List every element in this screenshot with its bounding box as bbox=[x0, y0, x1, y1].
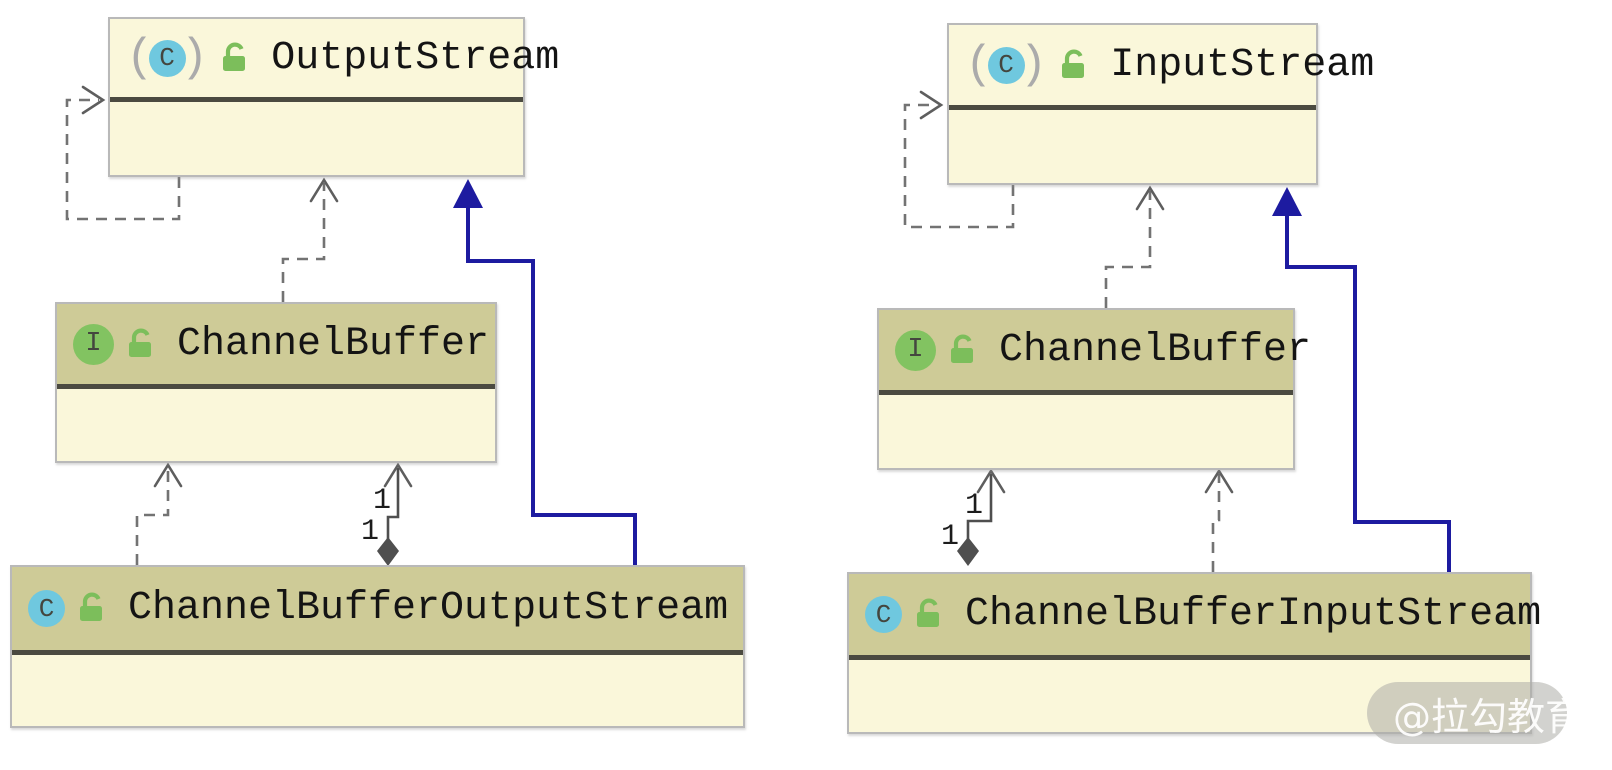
interface-box-channelbuffer-right[interactable]: I ChannelBuffer bbox=[877, 308, 1311, 470]
class-box-outputstream[interactable]: ( C ) OutputStream bbox=[108, 17, 559, 177]
dependency-edge-channelbuffer-to-outputstream[interactable] bbox=[281, 177, 339, 302]
class-letter: C bbox=[148, 39, 186, 77]
watermark-text: @拉勾教育 bbox=[1393, 694, 1584, 739]
abstract-class-icon: ( C ) bbox=[965, 38, 1048, 91]
abstract-class-icon: ( C ) bbox=[126, 31, 209, 84]
abstract-paren: ) bbox=[1019, 38, 1048, 91]
class-name: OutputStream bbox=[271, 35, 560, 81]
multiplicity-label: 1 bbox=[940, 520, 960, 554]
dependency-edge-channelbufferoutputstream-to-channelbuffer[interactable] bbox=[135, 462, 183, 565]
class-header: I ChannelBuffer bbox=[879, 310, 1311, 395]
watermark-badge: @拉勾教育 bbox=[1367, 682, 1583, 744]
public-lock-icon bbox=[1062, 49, 1085, 78]
class-name: ChannelBufferInputStream bbox=[965, 592, 1542, 637]
class-name: ChannelBuffer bbox=[177, 321, 490, 367]
class-header: I ChannelBuffer bbox=[57, 304, 495, 389]
inheritance-edge-channelbufferinputstream-to-inputstream[interactable] bbox=[1272, 187, 1451, 572]
multiplicity-label: 1 bbox=[360, 515, 380, 549]
multiplicity-label: 1 bbox=[964, 489, 984, 523]
class-header: ( C ) InputStream bbox=[949, 25, 1374, 110]
public-lock-icon bbox=[917, 598, 939, 627]
class-box-channelbufferoutputstream[interactable]: C ChannelBufferOutputStream bbox=[10, 565, 745, 728]
public-lock-icon bbox=[80, 592, 102, 621]
class-header: C ChannelBufferOutputStream bbox=[12, 567, 743, 655]
class-name: InputStream bbox=[1110, 42, 1375, 88]
class-name: ChannelBuffer bbox=[999, 327, 1312, 373]
aggregation-edge-channelbufferinputstream-channelbuffer[interactable] bbox=[957, 468, 1006, 566]
class-icon: C bbox=[28, 590, 65, 627]
multiplicity-label: 1 bbox=[372, 484, 392, 518]
class-letter: C bbox=[987, 46, 1025, 84]
interface-icon: I bbox=[73, 323, 114, 365]
self-dependency-edge-inputstream[interactable] bbox=[903, 90, 1015, 229]
public-lock-icon bbox=[223, 42, 246, 71]
dependency-edge-channelbufferinputstream-to-channelbuffer[interactable] bbox=[1204, 468, 1234, 572]
aggregation-edge-channelbufferoutputstream-channelbuffer[interactable] bbox=[377, 462, 413, 566]
dependency-edge-channelbuffer-to-inputstream[interactable] bbox=[1104, 185, 1165, 308]
interface-icon: I bbox=[895, 329, 936, 371]
self-dependency-edge-outputstream[interactable] bbox=[65, 85, 181, 221]
interface-box-channelbuffer-left[interactable]: I ChannelBuffer bbox=[55, 302, 497, 463]
public-lock-icon bbox=[951, 334, 973, 363]
class-icon: C bbox=[865, 596, 902, 633]
public-lock-icon bbox=[129, 328, 151, 357]
class-header: C ChannelBufferInputStream bbox=[849, 574, 1541, 660]
class-name: ChannelBufferOutputStream bbox=[128, 586, 729, 631]
inheritance-edge-channelbufferoutputstream-to-outputstream[interactable] bbox=[453, 179, 637, 565]
abstract-paren: ) bbox=[180, 31, 209, 84]
class-header: ( C ) OutputStream bbox=[110, 19, 559, 102]
class-box-inputstream[interactable]: ( C ) InputStream bbox=[947, 23, 1374, 185]
